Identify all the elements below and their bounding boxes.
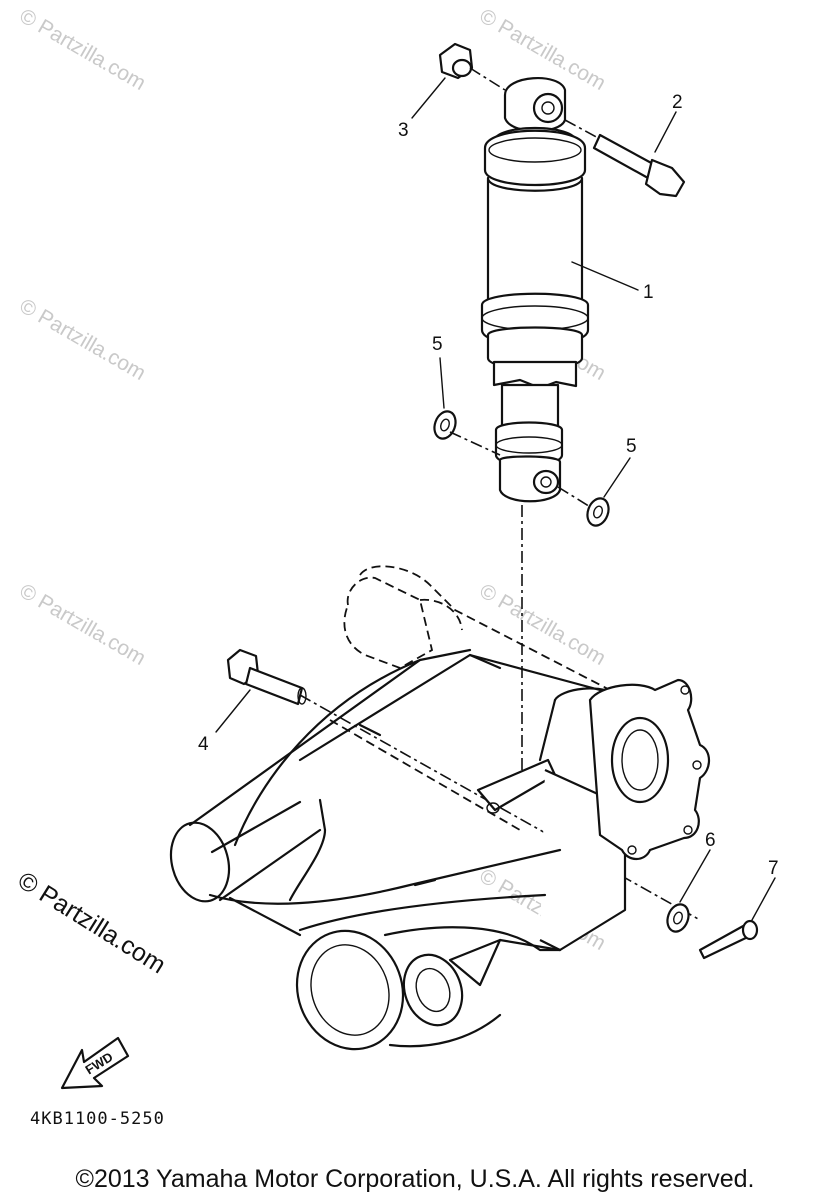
- washer-left: [433, 410, 501, 456]
- shock-upper-nut: [438, 42, 506, 91]
- shock-upper-bolt: [564, 119, 686, 198]
- watermark-text: © Partzilla.com: [476, 579, 610, 670]
- axle-washer: [666, 903, 690, 933]
- part-code: 4KB1100-5250: [30, 1109, 165, 1129]
- callout-7: 7: [768, 858, 779, 879]
- rear-shock-absorber: [480, 77, 590, 503]
- callouts: 1 2 3 4 5 5 6 7: [198, 77, 779, 921]
- callout-3: 3: [398, 120, 409, 141]
- fwd-arrow-icon: FWD: [60, 1036, 130, 1090]
- cotter-pin: [698, 919, 759, 960]
- watermark-text: © Partzilla.com: [16, 579, 150, 670]
- callout-6: 6: [705, 830, 716, 851]
- callout-4: 4: [198, 734, 209, 755]
- copyright-notice: ©2013 Yamaha Motor Corporation, U.S.A. A…: [75, 1165, 755, 1193]
- callout-5-left: 5: [432, 334, 443, 355]
- swingarm-pivot-bolt: [226, 648, 307, 706]
- watermark-text: © Partzilla.com: [16, 294, 150, 385]
- watermark-text-large: © Partzilla.com: [13, 866, 171, 979]
- callout-2: 2: [672, 92, 683, 113]
- callout-1: 1: [643, 282, 654, 303]
- alignment-line-pivot: [299, 694, 701, 921]
- washer-right: [557, 486, 610, 527]
- watermark-text: © Partzilla.com: [16, 4, 150, 95]
- callout-5-right: 5: [626, 436, 637, 457]
- swingarm: [169, 565, 711, 1051]
